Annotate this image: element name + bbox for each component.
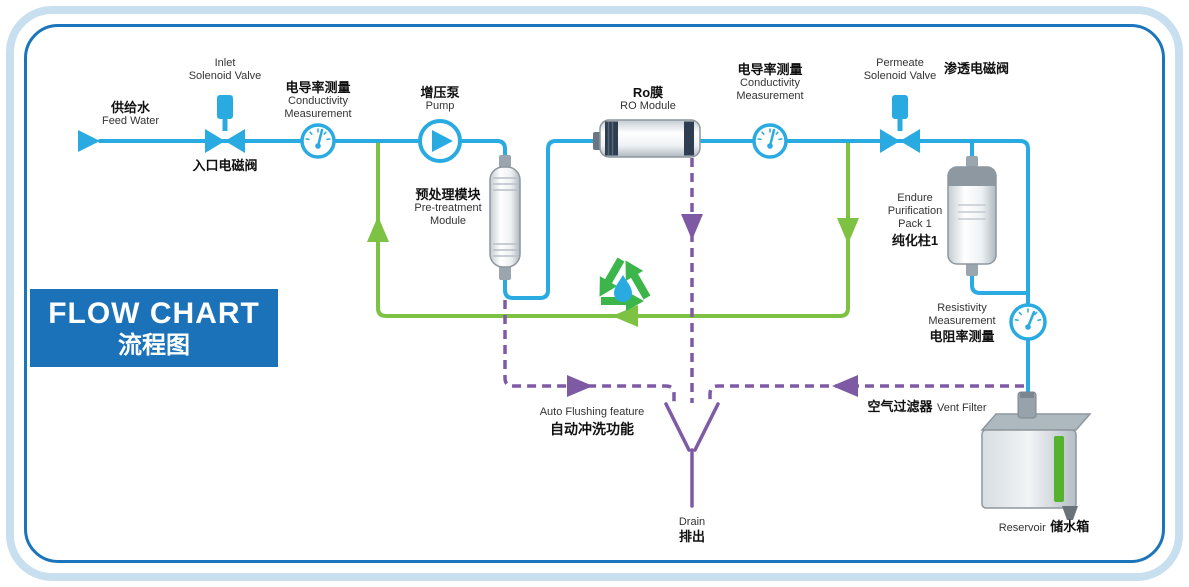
reservoir-label: Reservoir 储水箱	[998, 519, 1090, 534]
conductivity-gauge-1-icon	[300, 123, 336, 159]
water-drop-icon	[614, 275, 632, 302]
page-title: FLOW CHART	[48, 297, 260, 331]
resistivity-gauge-icon	[1009, 303, 1047, 341]
feed-water-label-en: Feed Water	[101, 115, 160, 128]
ro-module-label: Ro膜 RO Module	[620, 85, 676, 113]
recycle-icon	[599, 257, 651, 311]
main-flow-line	[98, 139, 1030, 402]
recirc-arrow-up-icon	[367, 216, 389, 242]
conductivity-1-label: 电导率测量 Conductivity Measurement	[284, 80, 352, 121]
reservoir-level-indicator	[1054, 436, 1064, 502]
permeate-solenoid-valve-icon	[880, 95, 920, 153]
auto-flush-label: Auto Flushing feature 自动冲洗功能	[539, 406, 645, 437]
permeate-valve-label-zh: 渗透电磁阀	[944, 61, 1010, 76]
drain-funnel	[664, 402, 720, 508]
inlet-valve-label-zh: 入口电磁阀	[192, 158, 258, 173]
drain-arrow-right-icon	[567, 375, 593, 397]
pump-label: 增压泵 Pump	[420, 85, 460, 113]
purification-pack-icon	[947, 156, 997, 276]
reservoir-spout-icon	[1062, 506, 1078, 520]
drain-arrows	[567, 214, 858, 397]
reservoir-tank-icon	[980, 413, 1092, 520]
ro-module-icon	[593, 119, 701, 158]
conductivity-gauge-2-icon	[752, 123, 788, 159]
recirc-arrow-left-icon	[612, 305, 638, 327]
permeate-valve-label-en: Permeate Solenoid Valve	[863, 57, 937, 82]
pretreatment-module-icon	[489, 155, 521, 280]
vent-filter-label: 空气过滤器 Vent Filter	[867, 399, 987, 414]
purification-pack-label: Endure Purification Pack 1 纯化柱1	[887, 192, 943, 248]
drain-arrow-left-icon	[832, 375, 858, 397]
feed-water-label-zh: 供给水	[110, 100, 150, 115]
pump-icon	[418, 119, 462, 163]
recirculation-loop-line	[367, 143, 859, 327]
flow-chart-title-box: FLOW CHART 流程图	[30, 289, 278, 367]
inlet-valve-label-en: Inlet Solenoid Valve	[188, 57, 262, 82]
feed-water-arrow-icon	[78, 130, 100, 152]
resistivity-label: Resistivity Measurement 电阻率测量	[928, 302, 996, 344]
pretreatment-label: 预处理模块 Pre-treatment Module	[414, 187, 482, 228]
recirc-arrow-down-icon	[837, 218, 859, 244]
feed-water-label: 供给水 Feed Water	[88, 100, 173, 128]
vent-filter-icon	[1017, 391, 1037, 419]
inlet-solenoid-valve-icon	[205, 95, 245, 153]
drain-label: Drain 排出	[678, 516, 706, 544]
drain-arrow-down-icon	[681, 214, 703, 240]
page-title-zh: 流程图	[118, 331, 190, 359]
conductivity-2-label: 电导率测量 Conductivity Measurement	[736, 62, 804, 103]
